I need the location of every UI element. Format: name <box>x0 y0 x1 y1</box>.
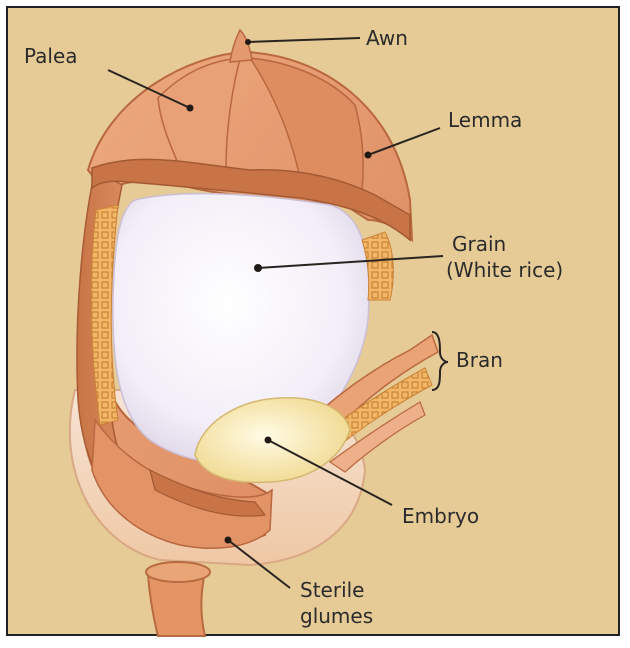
label-lemma: Lemma <box>448 108 522 132</box>
palea-pointer-dot <box>187 105 194 112</box>
stalk-collar-shape <box>146 562 210 582</box>
label-glumes: glumes <box>300 604 373 628</box>
awn-leader <box>248 38 360 42</box>
label-palea: Palea <box>24 44 78 68</box>
awn-shape <box>230 30 252 62</box>
awn-pointer-dot <box>245 39 251 45</box>
label-sterile: Sterile <box>300 578 364 602</box>
sterile-glumes-pointer-dot <box>225 537 232 544</box>
grain-pointer-dot <box>254 264 262 272</box>
lemma-pointer-dot <box>365 152 372 159</box>
label-grain: Grain <box>452 232 506 256</box>
label-embryo: Embryo <box>402 504 479 528</box>
label-bran: Bran <box>456 348 503 372</box>
label-awn: Awn <box>366 26 408 50</box>
embryo-pointer-dot <box>265 437 272 444</box>
label-white-rice: (White rice) <box>446 258 563 282</box>
